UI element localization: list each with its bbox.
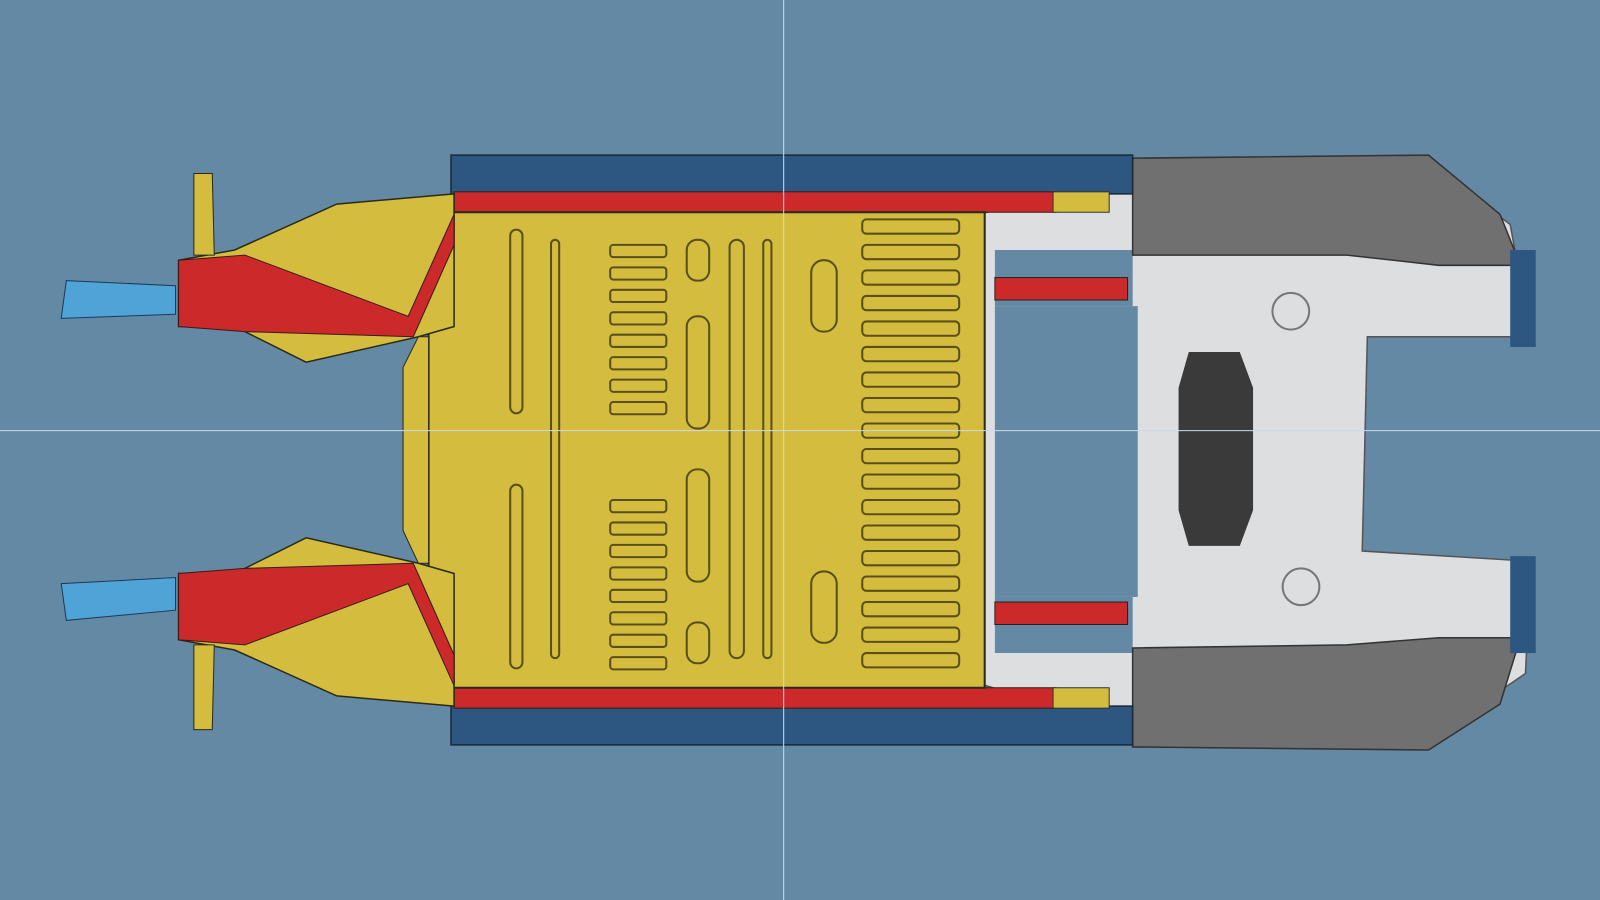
floor-rib: [861, 626, 961, 643]
floor-rib: [609, 288, 668, 304]
floor-rib: [861, 447, 961, 465]
floor-rib: [550, 238, 561, 660]
floor-rib: [609, 543, 668, 559]
floor-rib: [609, 266, 668, 281]
floor-rib: [609, 333, 668, 348]
floor-rib: [609, 401, 668, 416]
floor-rib: [685, 238, 711, 282]
floor-rib: [509, 483, 524, 670]
right-crash-tip: [60, 577, 177, 621]
floor-rib: [861, 601, 961, 618]
floor-rib: [609, 656, 668, 671]
floor-rib: [728, 238, 745, 660]
floor-rib: [609, 566, 668, 581]
floor-rib: [609, 611, 668, 626]
rear-underbody: [978, 154, 1536, 751]
rear-mesh-panel: [1178, 352, 1254, 546]
floor-pan: [427, 211, 986, 689]
left-crash-tip: [60, 280, 177, 319]
floor-rib: [609, 498, 668, 514]
floor-rib: [762, 238, 773, 660]
floor-rib: [685, 468, 711, 583]
front-subframe: [60, 172, 455, 731]
right-side-sill: [450, 705, 1134, 746]
floor-rib: [609, 521, 668, 536]
floor-rib: [861, 345, 961, 363]
floor-rib: [861, 524, 961, 541]
floor-rib: [685, 621, 711, 665]
floor-rib: [861, 269, 961, 286]
floor-rib: [861, 371, 961, 388]
floor-rib: [861, 243, 961, 261]
floor-rib: [810, 259, 838, 333]
rear-wheelhouse-top: [1131, 154, 1522, 267]
floor-rib: [861, 294, 961, 312]
floor-rib: [861, 473, 961, 490]
left-side-sill: [450, 154, 1134, 195]
floor-rib: [861, 652, 961, 669]
floor-rib: [509, 228, 524, 415]
floor-rib: [685, 315, 711, 430]
floor-rib: [609, 311, 668, 326]
floor-rib: [861, 396, 961, 414]
floor-rib: [609, 588, 668, 604]
floor-rib: [810, 570, 838, 644]
floor-rib: [609, 633, 668, 648]
floor-rib: [861, 218, 961, 235]
floor-rib: [609, 243, 668, 259]
floor-rib: [609, 356, 668, 371]
rear-wheelhouse-bottom: [1131, 636, 1522, 751]
floor-rib: [609, 378, 668, 393]
floor-rib: [861, 575, 961, 592]
floor-rib: [861, 498, 961, 516]
floor-rib: [861, 550, 961, 567]
floor-rib: [861, 320, 961, 337]
right-inner-rail: [453, 687, 1057, 709]
left-inner-rail: [453, 191, 1057, 213]
